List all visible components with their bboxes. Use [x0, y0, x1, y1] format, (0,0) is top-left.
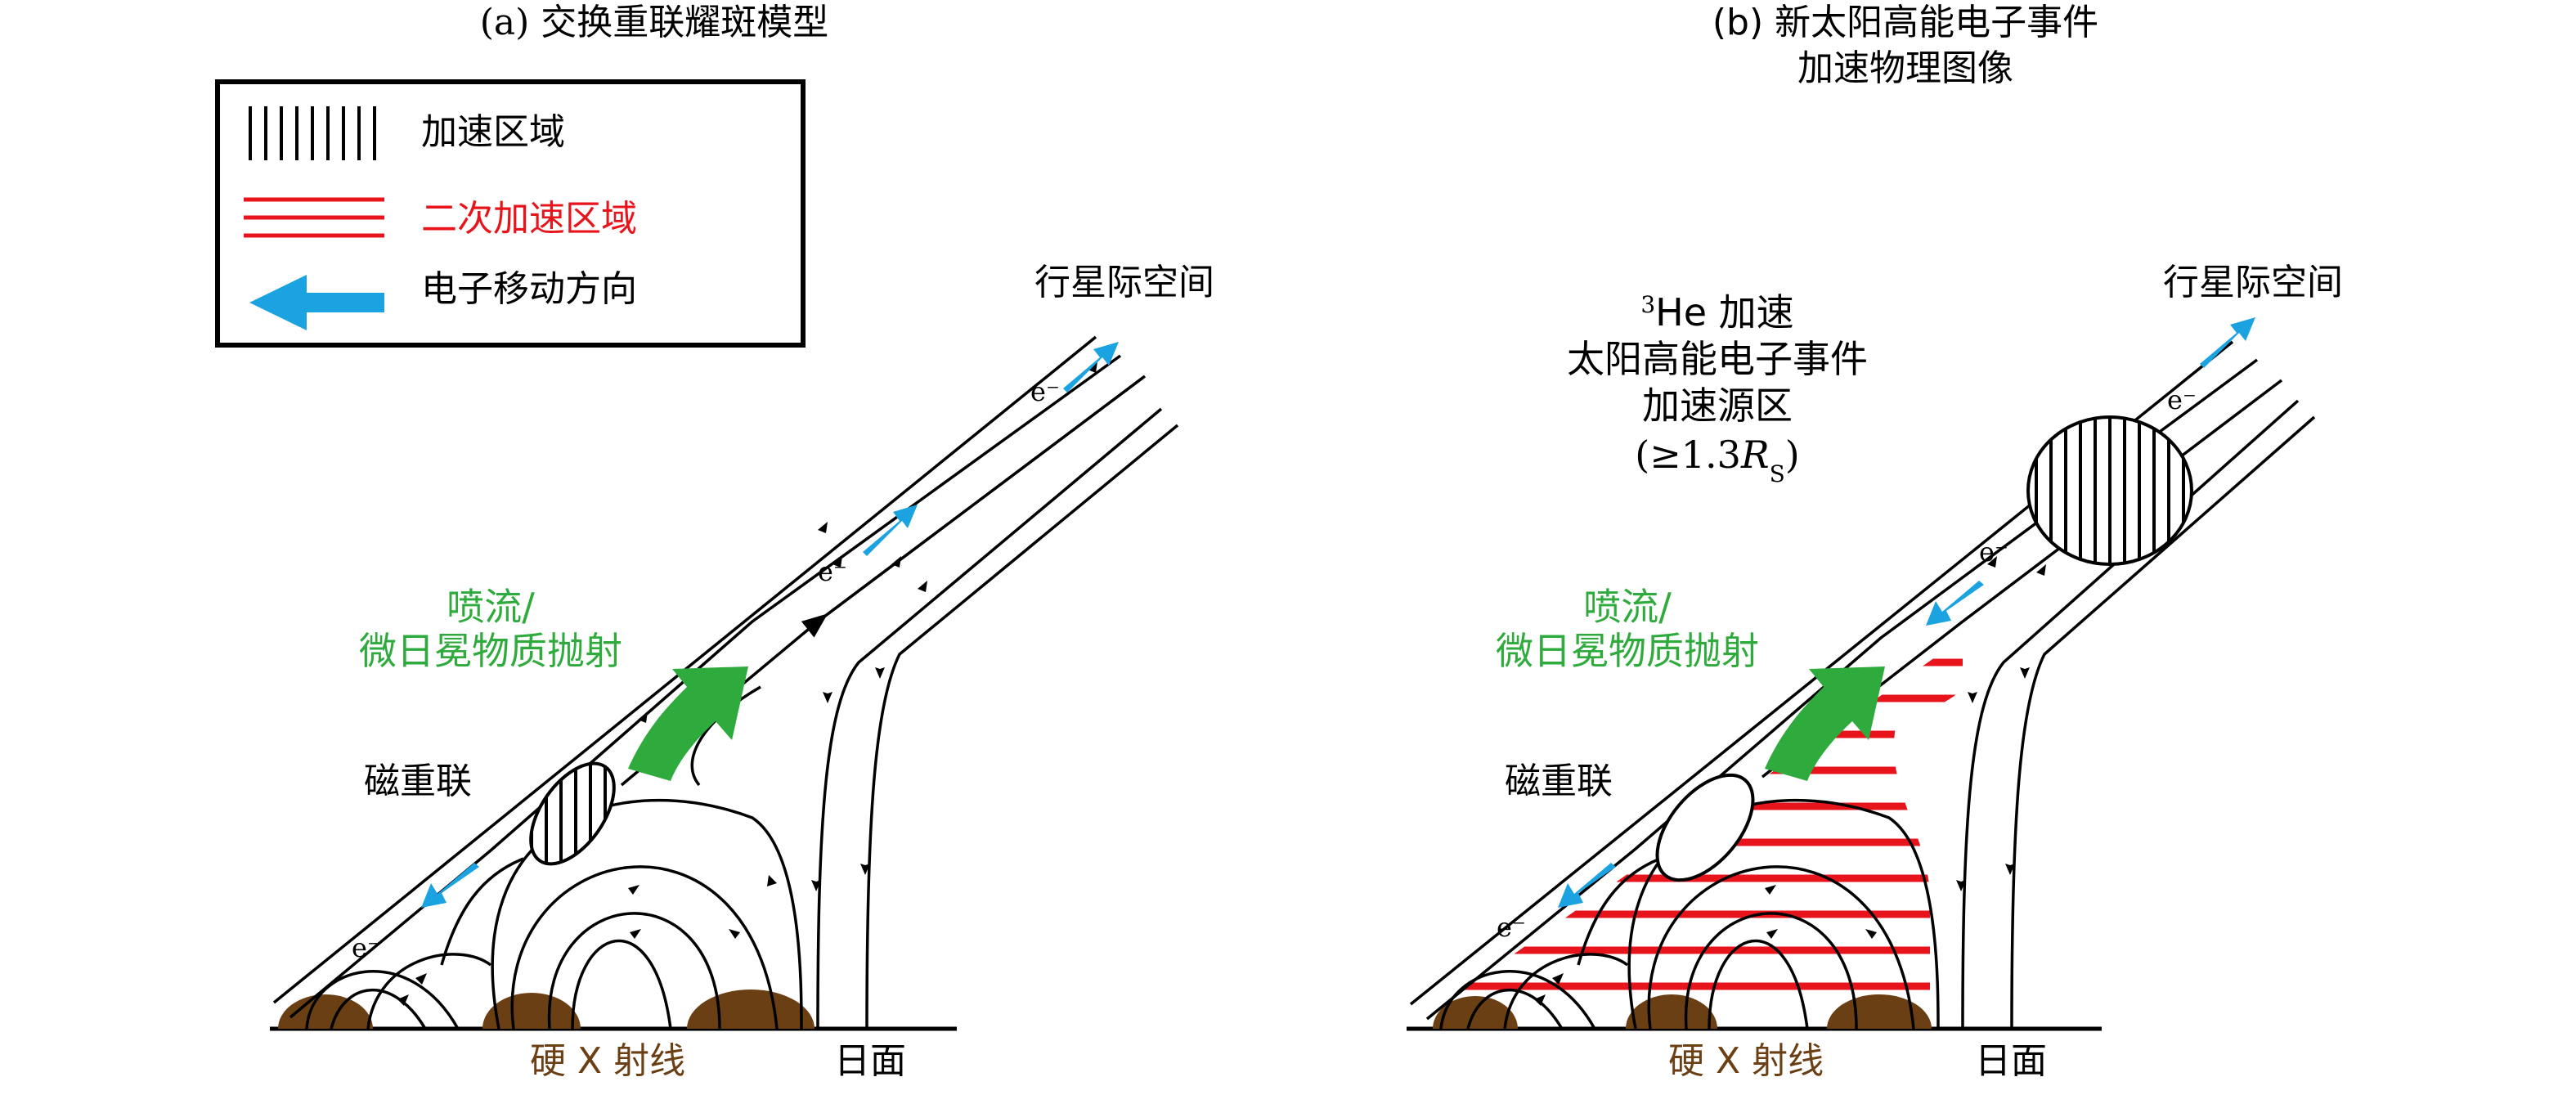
secondary-region-swatch	[244, 197, 384, 238]
legend-direction-label: 电子移动方向	[421, 268, 637, 310]
panel-a-title: (a) 交换重联耀斑模型	[480, 2, 829, 43]
jet-label-b-line2: 微日冕物质抛射	[1496, 629, 1759, 673]
hxr-footpoint-2	[482, 993, 581, 1029]
closed-loops-b	[1439, 798, 1940, 1030]
reconnection-region-b	[1655, 773, 1755, 882]
hxr-footpoint-b-3	[1827, 994, 1932, 1029]
electron-direction-arrow-icon	[249, 275, 384, 330]
panel-b-title-line2: 加速物理图像	[1797, 47, 2013, 89]
electron-arrows-a	[421, 342, 1119, 908]
hxr-footpoint-1	[278, 994, 373, 1029]
surface-label-a: 日面	[834, 1040, 906, 1082]
source-label-line1: 3He 加速	[1640, 290, 1793, 334]
panel-b-title-line1: (b) 新太阳高能电子事件	[1712, 2, 2098, 43]
interplanetary-label-a: 行星际空间	[1034, 262, 1214, 303]
electron-label-b-3: e⁻	[2167, 384, 2197, 415]
accel-source-region-b	[2026, 415, 2193, 566]
source-label-line2: 太阳高能电子事件	[1567, 337, 1868, 381]
accel-region-swatch	[249, 106, 376, 160]
panel-a: (a) 交换重联耀斑模型 加速区域 二次加速区域 电子移动方向	[215, 2, 1214, 1082]
jet-arrow-b	[1765, 666, 1885, 781]
electron-label-a-2: e⁻	[818, 556, 847, 587]
surface-label-b: 日面	[1975, 1040, 2047, 1082]
hxr-label-b: 硬 X 射线	[1668, 1040, 1824, 1082]
hxr-footpoint-3	[687, 990, 815, 1029]
hxr-label-a: 硬 X 射线	[530, 1040, 685, 1082]
electron-label-b-1: e⁻	[1497, 912, 1526, 943]
legend-accel-label: 加速区域	[421, 111, 565, 153]
jet-label-b-line1: 喷流/	[1583, 585, 1672, 629]
field-arrowheads-b	[1534, 556, 2046, 1006]
electron-arrows-b	[1558, 317, 2255, 908]
field-arrowheads-a	[397, 361, 1097, 1006]
jet-label-a-line1: 喷流/	[447, 585, 535, 629]
legend: 加速区域 二次加速区域 电子移动方向	[215, 79, 806, 348]
jet-arrow-a	[628, 666, 748, 781]
closed-loops-a	[305, 798, 803, 1030]
electron-label-a-1: e⁻	[352, 932, 381, 963]
reconnection-label-a: 磁重联	[364, 761, 472, 802]
interplanetary-label-b: 行星际空间	[2163, 262, 2343, 303]
legend-secondary-label: 二次加速区域	[421, 198, 637, 240]
source-label-line3: 加速源区	[1642, 384, 1793, 428]
jet-label-a-line2: 微日冕物质抛射	[359, 629, 622, 673]
source-label-line4: (≥1.3RS)	[1635, 433, 1799, 487]
reconnection-label-b: 磁重联	[1505, 761, 1613, 802]
open-field-lines-a	[272, 335, 1179, 1030]
electron-label-b-2: e⁻	[1979, 536, 2008, 568]
electron-label-a-3: e⁻	[1030, 376, 1060, 407]
hxr-footpoint-b-2	[1626, 994, 1717, 1029]
panel-b: (b) 新太阳高能电子事件 加速物理图像	[1407, 2, 2343, 1082]
